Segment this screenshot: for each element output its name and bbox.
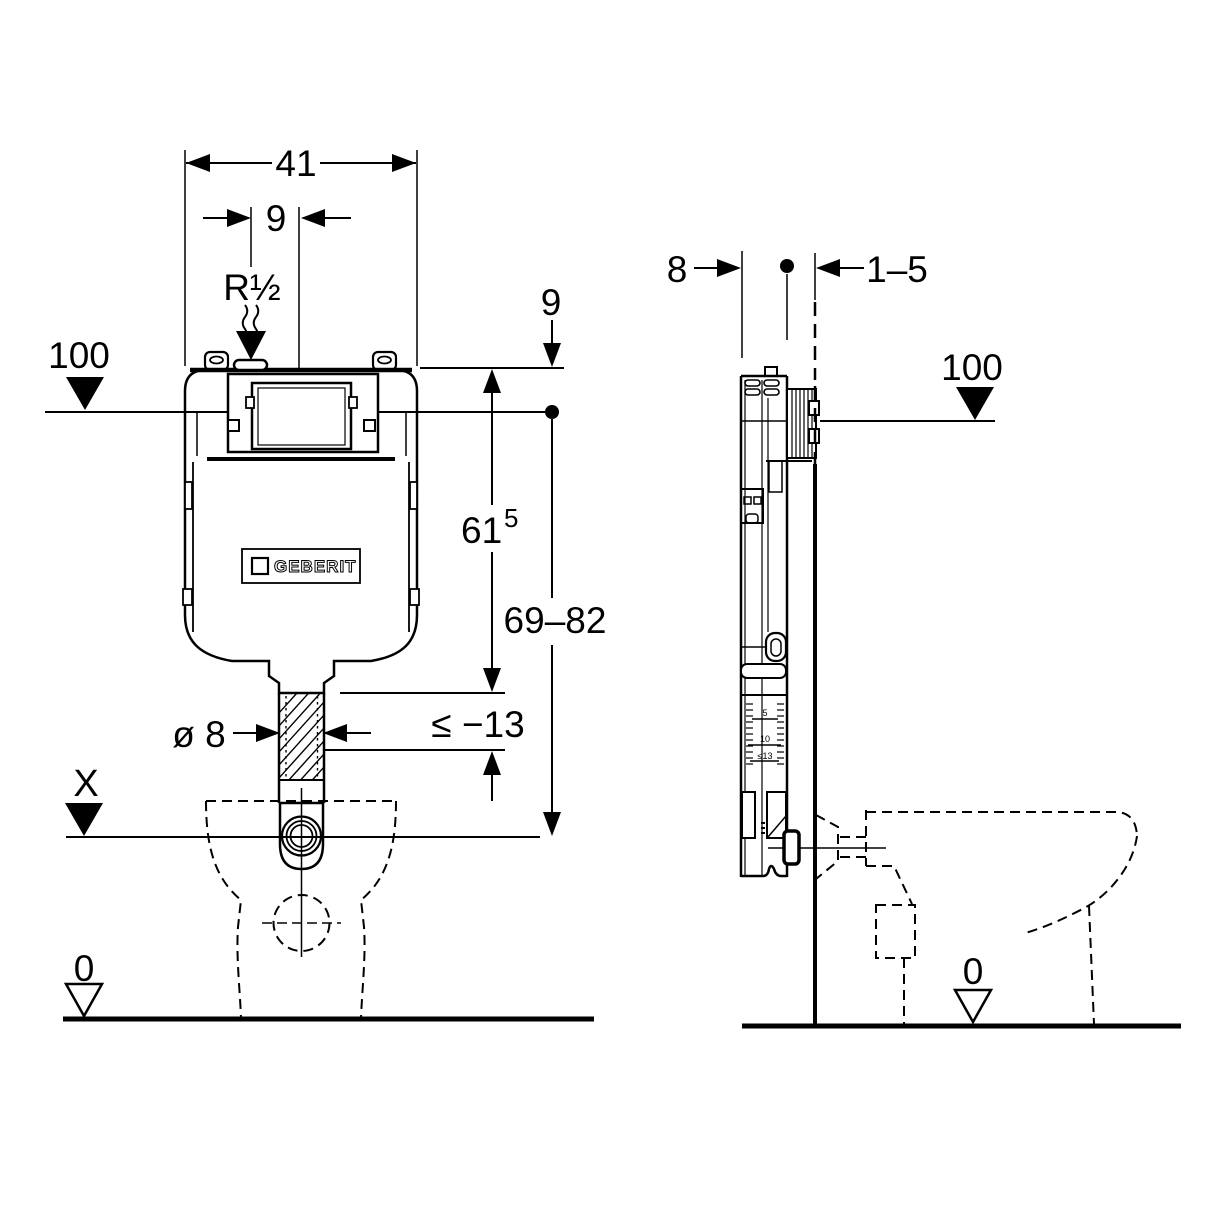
dim-width-41: 41	[184, 143, 418, 366]
datum-100-side-label: 100	[941, 347, 1003, 388]
dim-cut-label: ≤ −13	[431, 704, 524, 745]
dim-wall-finish-label: 1–5	[866, 249, 928, 290]
scale-5-label: 5	[762, 708, 767, 718]
brand-logo-text: GEBERIT	[274, 557, 357, 576]
dim-top-9: 9	[420, 282, 564, 369]
inlet-thread-callout: R½	[223, 267, 281, 360]
dim-cut-13: ≤ −13	[323, 704, 525, 801]
fill-valve-block	[740, 488, 764, 524]
datum-x: X	[65, 763, 540, 838]
datum-x-label: X	[73, 763, 98, 805]
dim-depth-label: 8	[667, 249, 688, 290]
pipe-hatching	[280, 694, 323, 779]
dim-width-label: 41	[275, 143, 316, 184]
datum-triangle-icon	[956, 387, 994, 420]
datum-100-front-label: 100	[48, 335, 110, 376]
datum-100-side: 100	[742, 347, 1003, 422]
dim-depth-8: 8	[667, 249, 743, 358]
service-opening	[764, 631, 788, 663]
floor-datum-triangle-icon	[63, 982, 105, 1019]
dim-height-sup-label: 5	[504, 503, 518, 533]
wc-pan-side-outline	[768, 810, 1138, 1025]
scale-10-label: 10	[760, 734, 770, 744]
water-inlet-stub	[232, 358, 269, 372]
floor-datum-triangle-icon	[952, 988, 994, 1025]
datum-0-side: 0	[742, 951, 1181, 1029]
dim-wall-finish-1-5: 1–5	[814, 249, 928, 300]
pipe-cut-scale: 5 10 ≤13	[746, 703, 784, 765]
dim-inlet-offset-label: 9	[266, 198, 287, 239]
dim-top-label: 9	[541, 282, 562, 323]
dim-pipe-diameter: ø 8	[172, 714, 371, 755]
reference-dot	[780, 259, 794, 273]
dim-activation-label: 69–82	[504, 600, 607, 641]
datum-0-front: 0	[63, 948, 594, 1022]
scale-ticks	[746, 703, 784, 765]
dim-pipe-diameter-label: ø 8	[172, 714, 225, 755]
dim-inlet-offset-9: 9	[203, 198, 351, 368]
datum-triangle-icon	[66, 377, 104, 410]
scale-13-label: ≤13	[758, 751, 773, 761]
flush-pipe	[277, 693, 326, 803]
inlet-thread-label: R½	[223, 267, 281, 308]
inlet-arrow-icon	[236, 331, 266, 360]
cistern-side-view: 5 10 ≤13	[739, 366, 820, 878]
brand-logo: GEBERIT	[241, 548, 361, 584]
dim-height-615: 61 5	[461, 369, 518, 692]
cistern-front-view: GEBERIT	[182, 350, 420, 957]
datum-0-side-label: 0	[963, 951, 984, 992]
vent-slots	[744, 379, 780, 396]
outlet-spigot	[782, 829, 801, 866]
datum-triangle-icon	[65, 803, 103, 836]
mounting-tab-right	[371, 350, 398, 372]
inspection-box	[226, 372, 380, 454]
datum-100-front: 100	[45, 335, 545, 413]
mounting-tab-left	[203, 350, 230, 372]
brand-logo-square-icon	[250, 556, 270, 576]
datum-0-front-label: 0	[74, 948, 95, 989]
dim-height-label: 61	[461, 510, 502, 551]
cistern-face-reference	[780, 259, 794, 340]
reference-dot	[545, 405, 559, 419]
dim-activation-69-82: 69–82	[504, 405, 607, 836]
